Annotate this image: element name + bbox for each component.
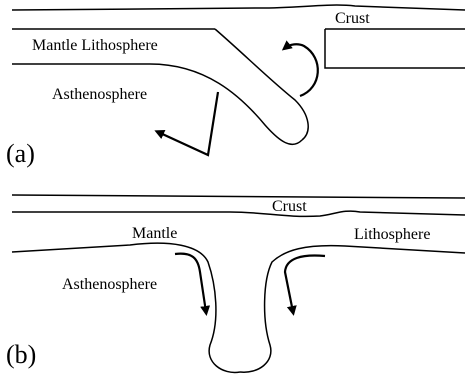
wedge-arrow-a: [285, 44, 318, 96]
mantle-label-b: Mantle: [132, 225, 177, 242]
crust-base-line-b: [12, 211, 465, 216]
asthenosphere-label-a: Asthenosphere: [52, 86, 147, 103]
right-plate-block-a: [325, 29, 465, 68]
slab-upper-line-a: [215, 29, 308, 140]
crust-label-a: Crust: [335, 10, 370, 27]
lithosphere-label-b: Lithosphere: [354, 226, 430, 243]
lithosphere-drip-right-b: [240, 246, 465, 373]
crust-label-b: Crust: [272, 198, 307, 215]
panel-letter-b: (b): [6, 340, 36, 369]
flow-arrow-right-b: [285, 256, 325, 312]
panel-a: [12, 5, 465, 155]
asthenosphere-label-b: Asthenosphere: [62, 276, 157, 293]
crust-top-line-a: [12, 5, 465, 10]
panel-letter-a: (a): [6, 139, 35, 168]
asthenosphere-arrow-a: [158, 92, 218, 155]
mantle-lithosphere-label-a: Mantle Lithosphere: [32, 37, 158, 54]
lithosphere-base-line-a: [12, 64, 302, 144]
crust-top-line-b: [12, 195, 465, 198]
flow-arrow-left-b: [175, 254, 206, 312]
